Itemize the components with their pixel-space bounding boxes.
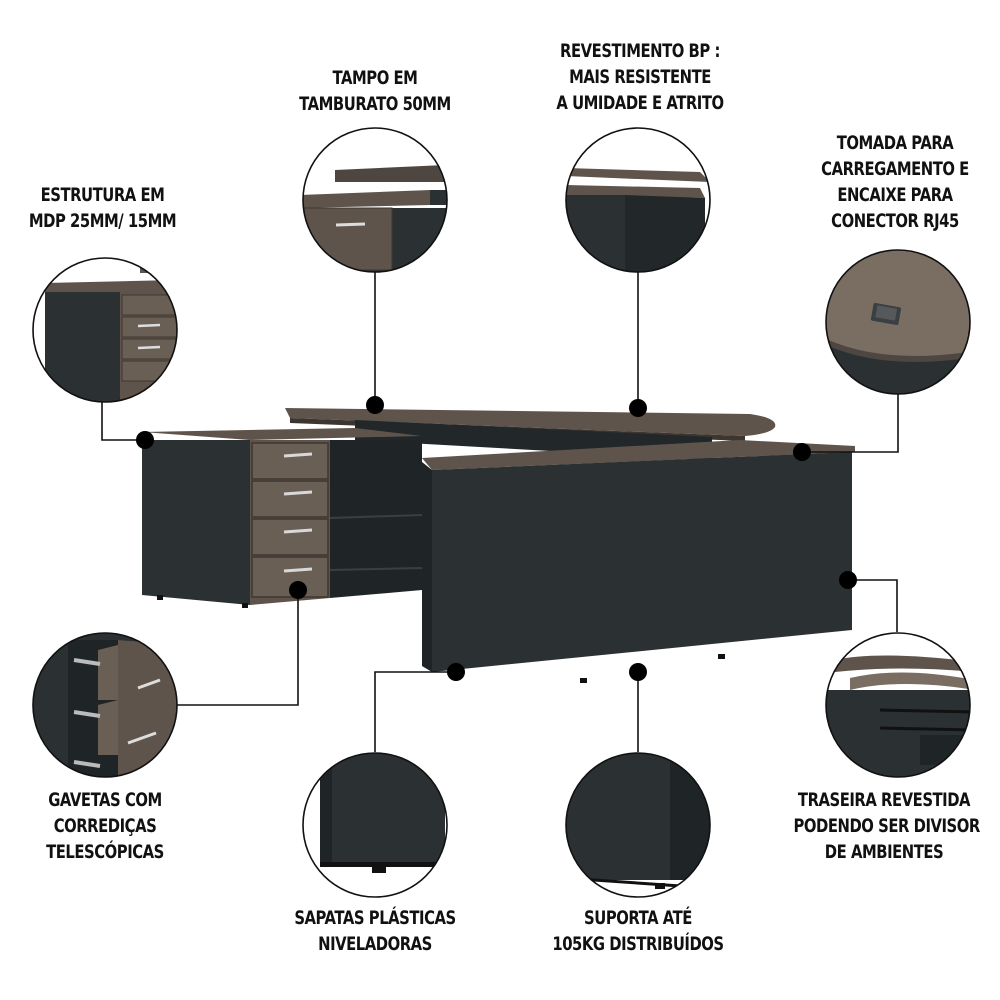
traseira-line-2: PODENDO SER DIVISOR (793, 815, 981, 837)
gavetas-line-2: CORREDIÇAS (53, 815, 157, 837)
dot-gavetas (289, 581, 307, 599)
drawers (251, 442, 329, 598)
return-front (422, 462, 432, 672)
line-traseira (848, 579, 898, 632)
callout-sapatas: SAPATAS PLÁSTICAS NIVELADORAS (281, 905, 468, 957)
estrutura-line-2: MDP 25MM/ 15MM (28, 210, 177, 232)
dot-traseira (839, 571, 857, 589)
tampo-line-1: TAMPO EM (332, 67, 418, 89)
credenza-body (142, 440, 250, 605)
tomada-line-1: TOMADA PARA (836, 132, 954, 154)
zoom-tomada (825, 249, 971, 395)
callout-traseira: TRASEIRA REVESTIDA PODENDO SER DIVISOR D… (793, 787, 981, 865)
gavetas-line-1: GAVETAS COM (48, 789, 162, 811)
tomada-line-4: CONECTOR RJ45 (831, 210, 959, 232)
callout-tampo: TAMPO EM TAMBURATO 50MM (293, 65, 457, 117)
estrutura-line-1: ESTRUTURA EM (40, 184, 165, 206)
return-body (432, 452, 852, 672)
dot-tampo (366, 396, 384, 414)
callout-estrutura: ESTRUTURA EM MDP 25MM/ 15MM (23, 182, 183, 234)
zoom-sapatas (302, 752, 448, 898)
dot-estrutura (136, 431, 154, 449)
dot-suporta (629, 663, 647, 681)
line-sapatas (374, 671, 456, 752)
callout-dots (136, 396, 857, 681)
dot-sapatas (447, 663, 465, 681)
callout-tomada: TOMADA PARA CARREGAMENTO E ENCAIXE PARA … (809, 130, 981, 234)
gavetas-line-3: TELESCÓPICAS (46, 841, 164, 863)
suporta-line-1: SUPORTA ATÉ (584, 907, 692, 929)
tomada-line-2: CARREGAMENTO E (821, 158, 969, 180)
sapatas-line-1: SAPATAS PLÁSTICAS (294, 907, 456, 929)
tomada-line-3: ENCAIXE PARA (837, 184, 953, 206)
traseira-line-1: TRASEIRA REVESTIDA (797, 789, 971, 811)
dot-revestimento (629, 399, 647, 417)
revestimento-line-3: A UMIDADE E ATRITO (556, 92, 724, 114)
desk (142, 408, 855, 683)
return-top (422, 440, 855, 470)
line-tomada (802, 393, 899, 453)
tampo-line-2: TAMBURATO 50MM (299, 93, 451, 115)
zoom-estrutura (32, 257, 178, 403)
revestimento-line-1: REVESTIMENTO BP : (560, 40, 720, 62)
line-gavetas (177, 590, 299, 706)
dot-tomada (793, 443, 811, 461)
callout-revestimento: REVESTIMENTO BP : MAIS RESISTENTE A UMID… (550, 38, 729, 116)
zoom-gavetas (32, 632, 178, 778)
callout-suporta: SUPORTA ATÉ 105KG DISTRIBUÍDOS (544, 905, 731, 957)
zoom-traseira (825, 632, 971, 778)
callout-gavetas: GAVETAS COM CORREDIÇAS TELESCÓPICAS (23, 787, 187, 865)
suporta-line-2: 105KG DISTRIBUÍDOS (552, 933, 724, 955)
sapatas-line-2: NIVELADORAS (318, 933, 432, 955)
zoom-revestimento (565, 127, 711, 273)
zoom-tampo (302, 127, 448, 273)
desk-top-panel (285, 408, 776, 436)
line-estrutura (101, 400, 145, 441)
traseira-line-3: DE AMBIENTES (824, 841, 944, 863)
zoom-suporta (565, 752, 711, 898)
revestimento-line-2: MAIS RESISTENTE (569, 66, 711, 88)
credenza-shelf-section (330, 440, 422, 598)
credenza-top (142, 428, 422, 440)
connector-lines (101, 270, 899, 752)
